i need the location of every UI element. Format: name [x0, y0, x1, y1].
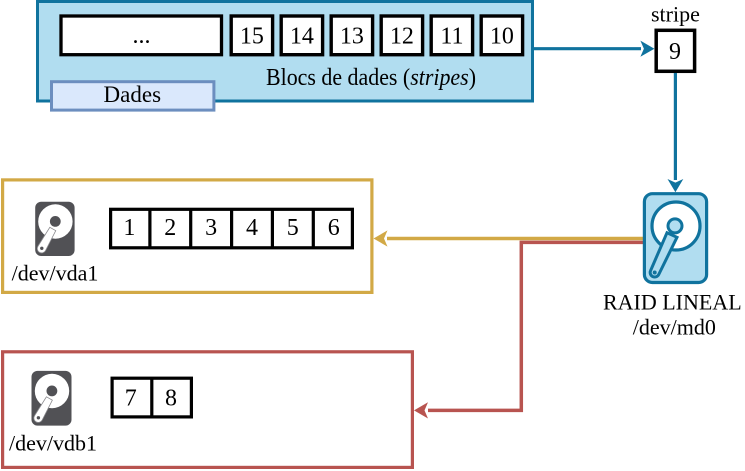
svg-text:/dev/vdb1: /dev/vdb1	[9, 431, 97, 456]
svg-text:11: 11	[440, 23, 463, 49]
svg-text:3: 3	[205, 215, 217, 241]
svg-text:7: 7	[125, 385, 137, 411]
svg-text:Dades: Dades	[104, 82, 162, 107]
svg-text:12: 12	[390, 23, 414, 49]
svg-text:15: 15	[240, 23, 264, 49]
svg-text:6: 6	[328, 215, 340, 241]
svg-text:/dev/md0: /dev/md0	[633, 314, 716, 339]
svg-text:...: ...	[133, 23, 151, 49]
svg-text:9: 9	[669, 39, 681, 65]
svg-text:1: 1	[123, 215, 135, 241]
svg-text:stripe: stripe	[651, 2, 700, 27]
svg-text:RAID LINEAL: RAID LINEAL	[603, 289, 742, 314]
svg-text:10: 10	[490, 23, 514, 49]
svg-text:/dev/vda1: /dev/vda1	[12, 261, 99, 286]
svg-text:4: 4	[246, 215, 258, 241]
svg-text:14: 14	[290, 23, 314, 49]
svg-text:5: 5	[287, 215, 299, 241]
svg-text:13: 13	[340, 23, 364, 49]
svg-text:Blocs de dades (stripes): Blocs de dades (stripes)	[266, 65, 476, 91]
svg-text:2: 2	[164, 215, 176, 241]
svg-text:8: 8	[165, 385, 177, 411]
